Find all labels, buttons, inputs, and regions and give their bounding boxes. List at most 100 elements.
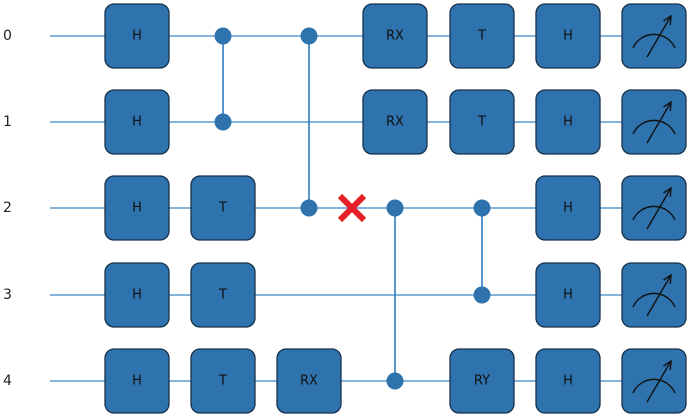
control-dot-q0: [300, 27, 318, 45]
gate-box: [535, 262, 601, 328]
meter-box: [621, 348, 687, 414]
control-dot-q2: [473, 199, 491, 217]
gate-box: [104, 3, 170, 69]
gate-box: [535, 89, 601, 155]
meter-arc: [632, 119, 676, 135]
qubit-label-4: 4: [3, 373, 12, 389]
gate-h-q3: H: [104, 262, 170, 328]
meter-needle: [646, 360, 672, 403]
gate-t-q0: T: [449, 3, 515, 69]
meter-box: [621, 262, 687, 328]
gate-label: H: [563, 201, 573, 216]
measurement-meter-icon-q0: [621, 3, 687, 69]
meter-arc: [632, 33, 676, 49]
gate-h-q1: H: [104, 89, 170, 155]
gate-label: RX: [386, 29, 404, 44]
meter-needle: [646, 274, 672, 317]
meter-arc: [632, 205, 676, 221]
gate-t-q3: T: [190, 262, 256, 328]
gate-box: [190, 262, 256, 328]
gate-h-q0: H: [104, 3, 170, 69]
gate-label: H: [132, 29, 142, 44]
gate-label: T: [218, 201, 227, 216]
measurement-meter-icon-q2: [621, 175, 687, 241]
qubit-label-1: 1: [3, 114, 12, 130]
gate-label: H: [563, 374, 573, 389]
error-cross-icon: [337, 193, 367, 223]
meter-needle: [646, 101, 672, 144]
gate-label: H: [132, 288, 142, 303]
control-dot-q2: [300, 199, 318, 217]
measurement-meter-icon-q4: [621, 348, 687, 414]
gate-label: T: [477, 115, 486, 130]
meter-arrowhead: [663, 273, 672, 285]
meter-arrowhead: [663, 186, 672, 198]
gate-t-q2: T: [190, 175, 256, 241]
qubit-labels: 0 1 2 3 4: [3, 28, 12, 389]
gate-label: RX: [386, 115, 404, 130]
gate-label: T: [477, 29, 486, 44]
gate-rx-q1: RX: [362, 89, 428, 155]
gate-box: [190, 175, 256, 241]
gate-box: [535, 3, 601, 69]
gate-label: T: [218, 374, 227, 389]
control-dot-q1: [214, 113, 232, 131]
gate-box: [535, 175, 601, 241]
meter-needle: [646, 187, 672, 230]
control-dot-q2: [386, 199, 404, 217]
circuit-operations: H H H H H T T T RX RX RX T T RY H H H H H: [104, 3, 687, 414]
meter-arc: [632, 378, 676, 394]
gate-label: H: [132, 201, 142, 216]
gate-h-q1: H: [535, 89, 601, 155]
gate-box: [190, 348, 256, 414]
control-dot-q0: [214, 27, 232, 45]
gate-box: [449, 89, 515, 155]
gate-box: [104, 175, 170, 241]
gate-ry-q4: RY: [449, 348, 515, 414]
gate-label: H: [132, 115, 142, 130]
gate-label: RX: [300, 374, 318, 389]
meter-needle: [646, 15, 672, 58]
gate-h-q2: H: [535, 175, 601, 241]
control-connectors: [222, 36, 483, 381]
qubit-label-0: 0: [3, 28, 12, 44]
gate-box: [362, 89, 428, 155]
control-dot-q3: [473, 286, 491, 304]
gate-box: [276, 348, 342, 414]
gate-box: [104, 348, 170, 414]
gate-t-q1: T: [449, 89, 515, 155]
gate-box: [535, 348, 601, 414]
gate-box: [104, 89, 170, 155]
cross-stroke: [337, 193, 367, 223]
measurement-meter-icon-q3: [621, 262, 687, 328]
qubit-label-3: 3: [3, 287, 12, 303]
gate-h-q0: H: [535, 3, 601, 69]
gate-label: H: [132, 374, 142, 389]
gate-h-q4: H: [104, 348, 170, 414]
meter-arc: [632, 292, 676, 308]
qubit-label-2: 2: [3, 200, 12, 216]
gate-label: H: [563, 288, 573, 303]
gate-h-q4: H: [535, 348, 601, 414]
gate-label: T: [218, 288, 227, 303]
gate-label: RY: [474, 374, 490, 389]
meter-arrowhead: [663, 100, 672, 112]
gate-label: H: [563, 115, 573, 130]
gate-label: H: [563, 29, 573, 44]
gate-box: [104, 262, 170, 328]
gate-h-q3: H: [535, 262, 601, 328]
measurement-meter-icon-q1: [621, 89, 687, 155]
meter-box: [621, 175, 687, 241]
meter-arrowhead: [663, 14, 672, 26]
meter-arrowhead: [663, 359, 672, 371]
gate-rx-q4: RX: [276, 348, 342, 414]
gate-rx-q0: RX: [362, 3, 428, 69]
meter-box: [621, 3, 687, 69]
gate-box: [362, 3, 428, 69]
gate-h-q2: H: [104, 175, 170, 241]
gate-t-q4: T: [190, 348, 256, 414]
meter-box: [621, 89, 687, 155]
control-dot-q4: [386, 372, 404, 390]
gate-box: [449, 3, 515, 69]
